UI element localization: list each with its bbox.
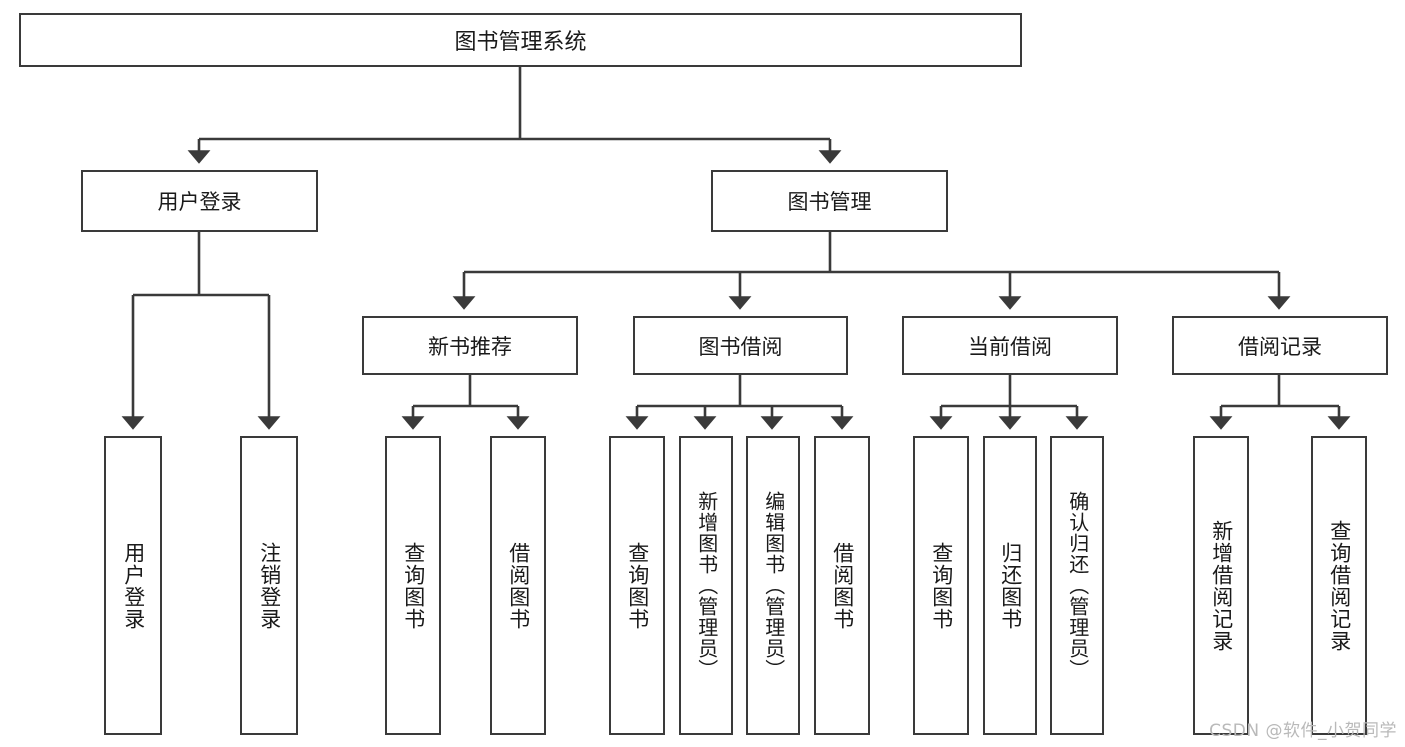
leaf-add-book-admin[interactable]: 新增图书（管理员） — [679, 436, 733, 735]
node-current-borrow[interactable]: 当前借阅 — [902, 316, 1118, 375]
leaf-user-login[interactable]: 用户登录 — [104, 436, 162, 735]
leaf-query-book-recommend[interactable]: 查询图书 — [385, 436, 441, 735]
leaf-label: 查询图书 — [929, 541, 954, 630]
node-root-system[interactable]: 图书管理系统 — [19, 13, 1022, 67]
leaf-label: 借阅图书 — [830, 541, 855, 630]
leaf-borrow-book-recommend[interactable]: 借阅图书 — [490, 436, 546, 735]
leaf-label: 借阅图书 — [506, 541, 531, 630]
leaf-query-borrow-record[interactable]: 查询借阅记录 — [1311, 436, 1367, 735]
leaf-edit-book-admin[interactable]: 编辑图书（管理员） — [746, 436, 800, 735]
leaf-label: 归还图书 — [998, 541, 1023, 630]
leaf-confirm-return-admin[interactable]: 确认归还（管理员） — [1050, 436, 1104, 735]
leaf-label: 确认归还（管理员） — [1065, 491, 1090, 680]
leaf-query-book-borrow[interactable]: 查询图书 — [609, 436, 665, 735]
leaf-label: 新增借阅记录 — [1209, 519, 1234, 652]
node-book-borrow[interactable]: 图书借阅 — [633, 316, 848, 375]
node-user-login[interactable]: 用户登录 — [81, 170, 318, 232]
leaf-return-book[interactable]: 归还图书 — [983, 436, 1037, 735]
leaf-label: 查询借阅记录 — [1327, 519, 1352, 652]
node-borrow-record[interactable]: 借阅记录 — [1172, 316, 1388, 375]
leaf-query-book-current[interactable]: 查询图书 — [913, 436, 969, 735]
leaf-borrow-book[interactable]: 借阅图书 — [814, 436, 870, 735]
leaf-user-logout[interactable]: 注销登录 — [240, 436, 298, 735]
node-new-book-recommend[interactable]: 新书推荐 — [362, 316, 578, 375]
leaf-label: 用户登录 — [121, 541, 146, 630]
leaf-add-borrow-record[interactable]: 新增借阅记录 — [1193, 436, 1249, 735]
leaf-label: 查询图书 — [401, 541, 426, 630]
leaf-label: 新增图书（管理员） — [694, 491, 719, 680]
node-book-management[interactable]: 图书管理 — [711, 170, 948, 232]
leaf-label: 编辑图书（管理员） — [761, 491, 786, 680]
leaf-label: 查询图书 — [625, 541, 650, 630]
leaf-label: 注销登录 — [257, 541, 282, 630]
